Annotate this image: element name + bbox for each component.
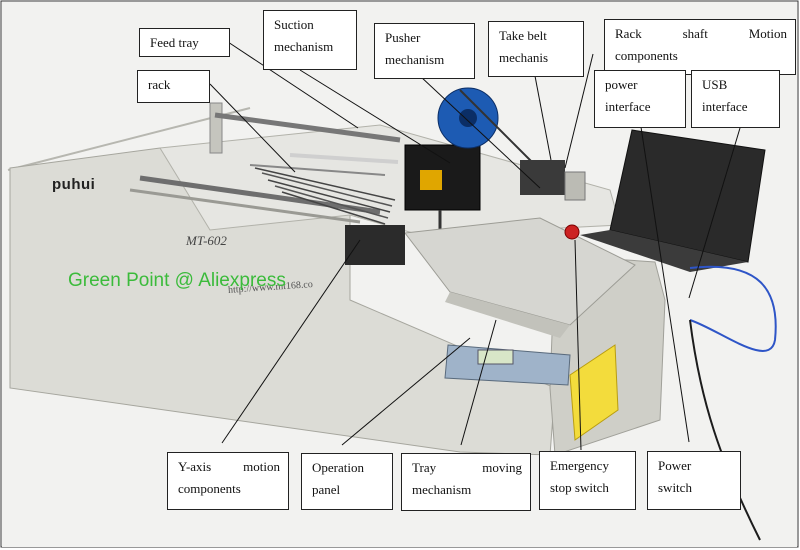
- callout-suction-mechanism: Suction mechanism: [263, 10, 357, 70]
- tape-reel: [437, 87, 541, 171]
- callout-take-belt-line-1: Take belt: [499, 28, 547, 43]
- feeder-strips: [254, 153, 399, 225]
- watermark: Green Point @ Aliexpress: [68, 270, 286, 291]
- callout-feed-tray-line-1: Feed tray: [150, 35, 199, 50]
- callout-usb-interface-line-2: interface: [702, 99, 748, 114]
- machine-brand-logo: puhui: [52, 176, 96, 193]
- callout-operation-panel-line-1: Operation: [312, 460, 364, 475]
- callout-rack-line-1: rack: [148, 77, 171, 92]
- callout-pusher-line-1: Pusher: [385, 30, 421, 45]
- callout-operation-panel-line-2: panel: [312, 482, 341, 497]
- y-axis-motor: [345, 225, 405, 265]
- power-cable: [689, 319, 761, 541]
- callout-rack-shaft-line-2: components: [615, 48, 678, 63]
- callout-emergency-line-2: stop switch: [550, 480, 609, 495]
- tray-platform: [404, 217, 636, 326]
- callout-power-interface: power interface: [594, 70, 686, 128]
- leader-lines: [209, 41, 741, 451]
- warning-sticker: [569, 344, 619, 441]
- callout-usb-interface-line-1: USB: [702, 77, 728, 92]
- callout-power-interface-line-1: power: [605, 77, 638, 92]
- callout-suction-line-2: mechanism: [274, 39, 334, 54]
- callout-emergency-stop: Emergency stop switch: [539, 451, 636, 510]
- callout-usb-interface: USB interface: [691, 70, 780, 128]
- callout-power-interface-line-2: interface: [605, 99, 651, 114]
- callout-pusher-mechanism: Pusher mechanism: [374, 23, 475, 79]
- callout-pusher-line-2: mechanism: [385, 52, 445, 67]
- callout-power-switch: Power switch: [647, 451, 741, 510]
- machine-model-label: MT-602: [186, 233, 227, 248]
- callout-operation-panel: Operation panel: [301, 453, 393, 510]
- callout-power-switch-line-2: switch: [658, 480, 692, 495]
- callout-feed-tray: Feed tray: [139, 28, 230, 57]
- suction-head: [404, 144, 481, 230]
- callout-emergency-line-1: Emergency: [550, 458, 609, 473]
- callout-y-axis-line-2: components: [178, 481, 241, 496]
- callout-take-belt-line-2: mechanis: [499, 50, 549, 65]
- take-belt-unit: [520, 160, 586, 201]
- rack-assembly: [129, 102, 401, 224]
- callout-tray-moving-line-2: mechanism: [412, 482, 472, 497]
- laptop: [580, 129, 766, 272]
- callout-power-switch-line-1: Power: [658, 458, 692, 473]
- tray-platform-edge: [445, 292, 570, 338]
- usb-cable: [689, 265, 777, 352]
- callout-suction-line-1: Suction: [274, 17, 314, 32]
- callout-take-belt: Take belt mechanis: [488, 21, 584, 77]
- callout-rack: rack: [137, 70, 210, 103]
- emergency-stop-button: [564, 224, 580, 240]
